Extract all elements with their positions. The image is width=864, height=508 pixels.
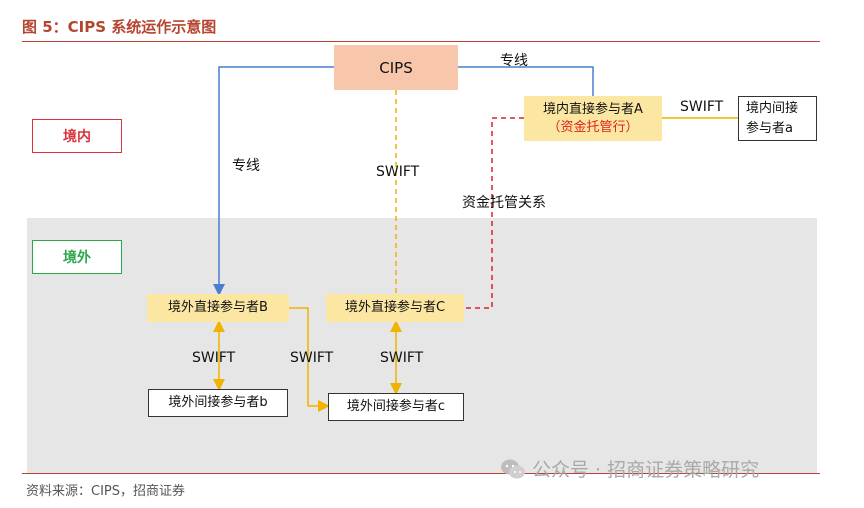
overseas-region-background — [27, 218, 817, 474]
watermark: 公众号 · 招商证券策略研究 — [500, 455, 759, 482]
indirect-participant-a-node: 境内间接 参与者a — [738, 96, 817, 141]
c-local-edge-label: SWIFT — [380, 350, 424, 366]
cips-to-c-edge-label: SWIFT — [376, 164, 420, 180]
direct-participant-a-node: 境内直接参与者A （资金托管行） — [524, 96, 662, 141]
indirect-participant-b-label: 境外间接参与者b — [168, 395, 268, 410]
direct-participant-c-node: 境外直接参与者C — [326, 294, 464, 322]
watermark-text: 公众号 · 招商证券策略研究 — [532, 459, 760, 481]
wechat-icon — [501, 459, 525, 478]
direct-participant-a-label: 境内直接参与者A — [543, 101, 643, 117]
cips-to-a-dedicated-line — [458, 66, 594, 96]
cips-to-b-dedicated-line — [213, 66, 334, 296]
custody-edge-label: 资金托管关系 — [462, 195, 546, 211]
custody-relation-line — [464, 117, 524, 309]
indirect-participant-c-label: 境外间接参与者c — [346, 399, 446, 414]
domestic-region-tag: 境内 — [32, 119, 122, 153]
top-rule — [22, 41, 820, 42]
b-local-edge-label: SWIFT — [192, 350, 236, 366]
direct-participant-b-label: 境外直接参与者B — [168, 300, 268, 315]
overseas-region-tag: 境外 — [32, 240, 122, 274]
a-local-edge-label: SWIFT — [680, 99, 724, 115]
figure-title: 图 5：CIPS 系统运作示意图 — [22, 18, 217, 36]
cips-to-b-edge-label: 专线 — [232, 158, 260, 174]
b-to-c-local-edge-label: SWIFT — [290, 350, 334, 366]
source-note: 资料来源：CIPS，招商证券 — [26, 484, 186, 499]
cips-node: CIPS — [334, 45, 458, 90]
cips-to-a-edge-label: 专线 — [500, 53, 528, 69]
b-to-local-c-swift-line — [289, 307, 330, 412]
indirect-participant-b-node: 境外间接参与者b — [148, 389, 288, 417]
indirect-participant-c-node: 境外间接参与者c — [328, 393, 464, 421]
indirect-participant-a-label-line2: 参与者a — [746, 120, 793, 136]
bottom-rule — [22, 473, 820, 474]
cips-node-label: CIPS — [379, 58, 413, 77]
direct-participant-c-label: 境外直接参与者C — [344, 300, 446, 315]
indirect-participant-a-label-line1: 境内间接 — [746, 100, 799, 116]
direct-participant-b-node: 境外直接参与者B — [147, 294, 289, 322]
direct-participant-a-role: （资金托管行） — [547, 119, 639, 135]
